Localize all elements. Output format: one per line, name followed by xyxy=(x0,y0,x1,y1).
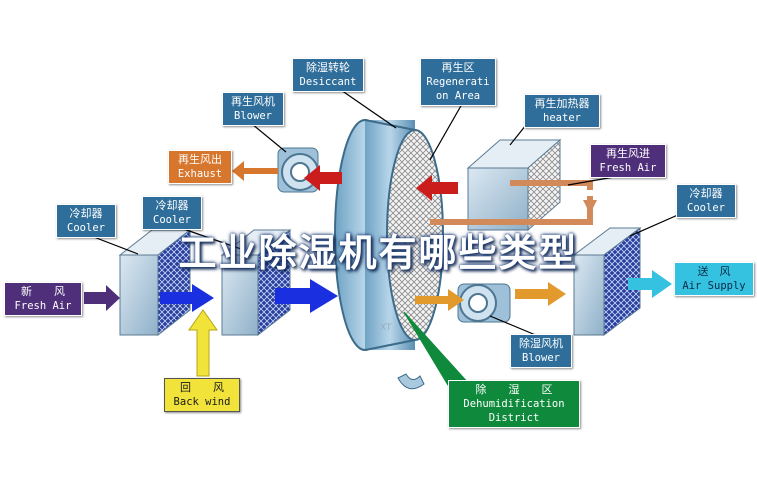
label-back-wind: 回 风 Back wind xyxy=(164,378,240,412)
label-regen-fresh-en: Fresh Air xyxy=(599,162,657,174)
label-regen-fresh-air: 再生风进 Fresh Air xyxy=(590,144,666,178)
label-regen-blower: 再生风机 Blower xyxy=(222,92,284,126)
label-regen-heater-en: heater xyxy=(543,112,581,124)
label-regen-fresh-cn: 再生风进 xyxy=(606,147,650,160)
label-back-wind-en: Back wind xyxy=(173,396,231,408)
label-dehum-blower-cn: 除湿风机 xyxy=(519,337,563,350)
label-fresh-air: 新 风 Fresh Air xyxy=(4,282,82,316)
dehum-arrow-1 xyxy=(415,289,464,311)
label-regen-heater: 再生加热器 heater xyxy=(524,94,600,128)
label-regen-area-en2: on Area xyxy=(435,90,481,102)
label-dehum-district-cn: 除 湿 区 xyxy=(475,383,553,396)
label-dehum-district-en1: Dehumidification xyxy=(463,398,565,410)
label-cooler-3-cn: 冷却器 xyxy=(689,187,723,200)
label-cooler-2-en: Cooler xyxy=(153,214,191,226)
label-back-wind-cn: 回 风 xyxy=(180,381,224,394)
label-regen-area-cn: 再生区 xyxy=(441,61,475,74)
label-dehum-district-en2: District xyxy=(488,412,540,424)
label-cooler-1-en: Cooler xyxy=(67,222,105,234)
label-dehum-blower: 除湿风机 Blower xyxy=(510,334,572,368)
label-regen-blower-cn: 再生风机 xyxy=(231,95,275,108)
supply-air-arrow xyxy=(628,270,672,298)
regen-blower-fan xyxy=(277,147,319,193)
label-air-supply: 送 风 Air Supply xyxy=(674,262,754,296)
label-cooler-3: 冷却器 Cooler xyxy=(676,184,736,218)
label-regen-exhaust: 再生风出 Exhaust xyxy=(168,150,232,184)
label-air-supply-en: Air Supply xyxy=(682,280,746,292)
label-regen-heater-cn: 再生加热器 xyxy=(534,97,590,110)
label-dehum-blower-en: Blower xyxy=(522,352,560,364)
label-desiccant-en: Desiccant xyxy=(299,76,357,88)
label-air-supply-cn: 送 风 xyxy=(697,265,731,278)
page-title: 工业除湿机有哪些类型 xyxy=(178,231,579,275)
label-fresh-air-en: Fresh Air xyxy=(14,300,72,312)
label-regen-exhaust-cn: 再生风出 xyxy=(178,153,222,166)
supply-cooler-unit xyxy=(572,227,642,336)
label-regen-area: 再生区 Regenerati on Area xyxy=(420,58,496,106)
label-dehum-district: 除 湿 区 Dehumidification District xyxy=(448,380,580,428)
watermark-text: XT xyxy=(380,323,392,333)
label-cooler-2: 冷却器 Cooler xyxy=(142,196,202,230)
label-cooler-2-cn: 冷却器 xyxy=(155,199,189,212)
label-fresh-air-cn: 新 风 xyxy=(21,285,65,298)
regen-arrow-1 xyxy=(416,175,458,201)
label-cooler-3-en: Cooler xyxy=(687,202,725,214)
exhaust-arrow xyxy=(232,161,278,181)
label-desiccant: 除湿转轮 Desiccant xyxy=(292,58,364,92)
dehum-blower-fan xyxy=(457,283,511,323)
process-arrow-1 xyxy=(160,284,214,312)
back-wind-arrow xyxy=(188,309,218,377)
regen-arrow-2 xyxy=(304,165,342,191)
process-arrow-2 xyxy=(275,279,338,313)
cooler-unit-1 xyxy=(118,228,192,337)
dehum-arrow-2 xyxy=(515,282,566,306)
label-regen-exhaust-en: Exhaust xyxy=(177,168,223,180)
label-cooler-1: 冷却器 Cooler xyxy=(56,204,116,238)
label-regen-area-en1: Regenerati xyxy=(426,76,490,88)
label-regen-blower-en: Blower xyxy=(234,110,272,122)
label-desiccant-cn: 除湿转轮 xyxy=(306,61,350,74)
airflow-arrows xyxy=(84,161,672,377)
label-cooler-1-cn: 冷却器 xyxy=(69,207,103,220)
fresh-air-arrow xyxy=(84,285,120,311)
